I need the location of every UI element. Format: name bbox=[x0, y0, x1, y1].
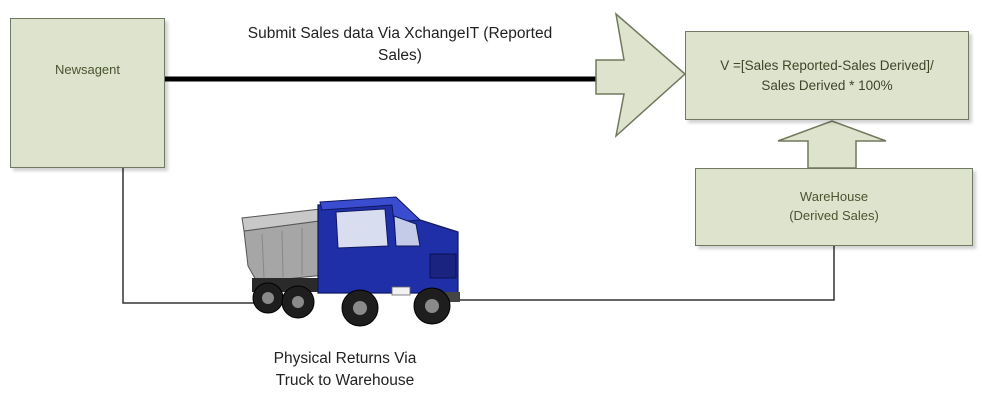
submit-sales-label-line-1: Submit Sales data Via XchangeIT (Reporte… bbox=[247, 25, 553, 42]
physical-returns-label: Physical Returns Via Truck to Warehouse bbox=[225, 348, 465, 392]
returns-connector-line bbox=[122, 168, 262, 304]
warehouse-subtitle: (Derived Sales) bbox=[789, 208, 879, 223]
newsagent-label: Newsagent bbox=[54, 62, 121, 77]
big-chevron-arrow-icon bbox=[595, 12, 687, 139]
formula-line-2: Sales Derived * 100% bbox=[761, 77, 893, 93]
warehouse-title: WareHouse bbox=[799, 189, 869, 205]
submit-sales-label-line-2: Sales) bbox=[378, 47, 422, 64]
warehouse-box: WareHouse (Derived Sales) bbox=[695, 168, 973, 246]
warehouse-connector-line bbox=[455, 246, 835, 301]
variance-formula-box: V =[Sales Reported-Sales Derived]/ Sales… bbox=[685, 31, 969, 120]
dump-truck-icon bbox=[241, 196, 460, 327]
up-arrow-icon bbox=[777, 120, 887, 169]
physical-returns-label-line-1: Physical Returns Via bbox=[273, 350, 417, 367]
formula-line-1: V =[Sales Reported-Sales Derived]/ bbox=[720, 57, 934, 73]
submit-sales-label: Submit Sales data Via XchangeIT (Reporte… bbox=[170, 23, 630, 67]
physical-returns-label-line-2: Truck to Warehouse bbox=[275, 372, 415, 389]
newsagent-box: Newsagent bbox=[10, 18, 165, 168]
